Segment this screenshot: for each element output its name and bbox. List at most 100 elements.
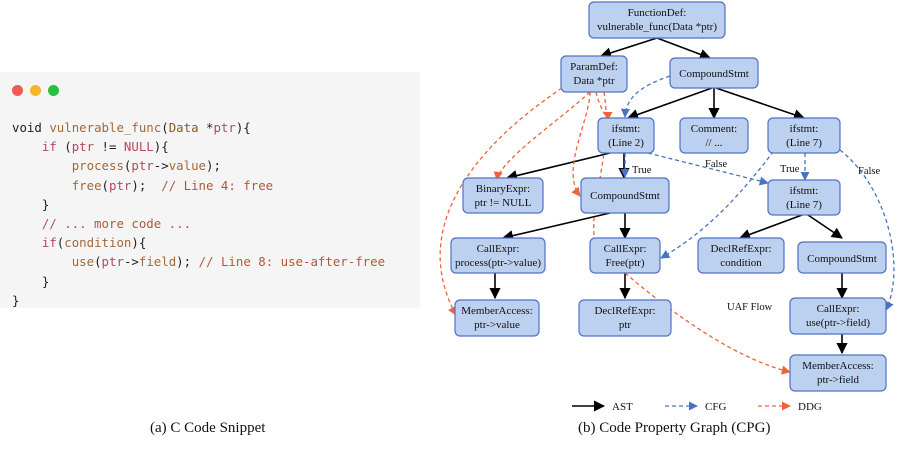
ast-edge <box>807 214 843 239</box>
code-line: if (ptr != NULL){ <box>12 139 169 154</box>
cfg-edge <box>839 149 895 311</box>
code-line: process(ptr->value); <box>12 158 221 173</box>
edge-label-false: False <box>858 166 881 177</box>
node-comment: Comment: // ... <box>679 117 749 154</box>
svg-text:condition: condition <box>720 257 762 269</box>
code-token: Data <box>168 120 199 135</box>
code-token: void <box>12 120 50 135</box>
code-snippet-panel: void vulnerable_func(Data *ptr){ if (ptr… <box>0 72 420 308</box>
ast-edge <box>501 212 611 242</box>
ast-edge <box>738 214 803 240</box>
svg-text:ptr != NULL: ptr != NULL <box>475 197 532 209</box>
svg-text:ifstmt:: ifstmt: <box>790 123 819 135</box>
svg-text:BinaryExpr:: BinaryExpr: <box>476 183 530 195</box>
legend-cfg-label: CFG <box>705 401 726 413</box>
code-token: ( <box>161 120 169 135</box>
svg-text:DeclRefExpr:: DeclRefExpr: <box>594 305 655 317</box>
code-token: ( <box>56 235 65 251</box>
code-token: free <box>71 177 102 193</box>
edge-label-true: True <box>632 165 652 176</box>
node-compoundstmt-top: CompoundStmt <box>669 57 759 89</box>
svg-text:Data *ptr: Data *ptr <box>573 75 615 87</box>
code-token: ( <box>94 254 102 270</box>
code-token: ptr <box>131 158 154 174</box>
code-line: void vulnerable_func(Data *ptr){ <box>12 120 251 135</box>
code-line: } <box>12 274 49 289</box>
code-token: if <box>41 139 57 155</box>
code-line: } <box>12 293 19 308</box>
svg-text:MemberAccess:: MemberAccess: <box>802 360 873 372</box>
svg-text:ifstmt:: ifstmt: <box>612 123 641 135</box>
svg-text:use(ptr->field): use(ptr->field) <box>806 317 870 329</box>
edge-label-true: True <box>780 164 800 175</box>
svg-text:ParamDef:: ParamDef: <box>570 61 618 73</box>
legend-ast-label: AST <box>612 401 633 413</box>
code-token: ptr <box>109 177 132 193</box>
node-ifstmt-line7-upper: ifstmt: (Line 7) <box>767 117 841 154</box>
code-token: } <box>12 292 20 308</box>
svg-text:// ...: // ... <box>705 137 722 149</box>
code-token: ptr <box>71 139 95 155</box>
legend: AST CFG DDG <box>572 400 822 413</box>
code-token: field <box>138 254 177 270</box>
svg-text:ifstmt:: ifstmt: <box>790 185 819 197</box>
node-callexpr-use: CallExpr: use(ptr->field) <box>789 297 887 335</box>
code-token: != <box>94 139 124 155</box>
code-token: ); <box>176 254 199 270</box>
ast-edge <box>656 37 712 60</box>
code-token: ( <box>56 139 72 155</box>
node-functiondef: FunctionDef: vulnerable_func(Data *ptr) <box>588 1 726 39</box>
svg-text:ptr->field: ptr->field <box>817 374 860 386</box>
svg-text:ptr: ptr <box>619 319 632 331</box>
ddg-edge <box>439 87 563 316</box>
code-token: ( <box>101 177 109 193</box>
node-compoundstmt-mid: CompoundStmt <box>580 177 670 214</box>
node-declrefexpr-ptr: DeclRefExpr: ptr <box>578 299 672 337</box>
code-token: ); <box>131 177 162 193</box>
code-line: if(condition){ <box>12 235 146 250</box>
svg-text:ptr->value: ptr->value <box>474 319 520 331</box>
svg-text:vulnerable_func(Data *ptr): vulnerable_func(Data *ptr) <box>597 21 717 33</box>
code-line: use(ptr->field); // Line 8: use-after-fr… <box>12 254 385 269</box>
code-token: process <box>71 158 124 174</box>
ast-edge <box>626 87 713 120</box>
svg-text:CallExpr:: CallExpr: <box>817 303 860 315</box>
code-token: -> <box>123 254 139 270</box>
code-token: ); <box>206 158 221 174</box>
node-compoundstmt-right: CompoundStmt <box>797 241 887 274</box>
node-binaryexpr: BinaryExpr: ptr != NULL <box>462 177 544 214</box>
svg-text:(Line 2): (Line 2) <box>608 137 644 149</box>
cfg-edge <box>660 139 783 259</box>
close-dot-icon <box>12 85 23 96</box>
code-line: free(ptr); // Line 4: free <box>12 178 273 193</box>
ddg-edge <box>592 91 607 259</box>
code-token: -> <box>153 158 169 174</box>
node-declrefexpr-condition: DeclRefExpr: condition <box>697 237 785 274</box>
code-token: condition <box>64 235 132 251</box>
node-ifstmt-line2: ifstmt: (Line 2) <box>597 117 655 154</box>
code-token: value <box>168 158 206 174</box>
svg-text:process(ptr->value): process(ptr->value) <box>455 257 541 269</box>
ast-edge <box>505 152 611 182</box>
svg-text:FunctionDef:: FunctionDef: <box>628 7 687 19</box>
maximize-dot-icon <box>48 85 59 96</box>
svg-text:(Line 7): (Line 7) <box>786 199 822 211</box>
svg-text:Comment:: Comment: <box>691 123 737 135</box>
ast-edge <box>599 37 658 59</box>
svg-text:CallExpr:: CallExpr: <box>604 243 647 255</box>
code-token: if <box>41 235 57 251</box>
code-token: vulnerable_func <box>49 120 162 135</box>
code-line: } <box>12 197 49 212</box>
svg-text:CompoundStmt: CompoundStmt <box>590 190 660 202</box>
svg-text:CompoundStmt: CompoundStmt <box>807 253 877 265</box>
code-token: } <box>12 196 50 212</box>
node-paramdef: ParamDef: Data *ptr <box>560 55 628 93</box>
code-token: ptr <box>101 254 124 270</box>
minimize-dot-icon <box>30 85 41 96</box>
node-callexpr-process: CallExpr: process(ptr->value) <box>450 237 546 274</box>
svg-text:DeclRefExpr:: DeclRefExpr: <box>710 243 771 255</box>
code-token: ){ <box>235 120 251 135</box>
code-token: ){ <box>131 235 147 251</box>
node-memberaccess-value: MemberAccess: ptr->value <box>454 299 540 337</box>
